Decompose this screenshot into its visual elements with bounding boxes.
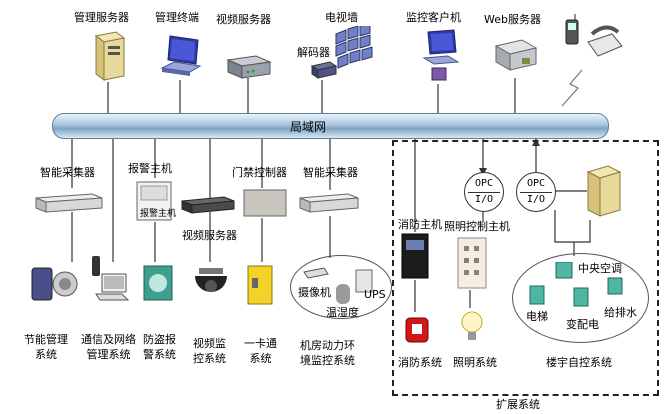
alarm-host-icon	[136, 181, 172, 221]
antitheft-system-label: 防盗报 警系统	[143, 333, 176, 361]
video-server-icon	[226, 55, 272, 79]
opc-label-2: OPC	[526, 178, 546, 189]
bas-system-label: 楼宇自控系统	[546, 356, 612, 369]
light-bulb-icon	[461, 311, 483, 340]
fire-host-icon	[401, 233, 429, 279]
io-label-2: I/O	[526, 194, 546, 205]
smart-collector-2-icon	[299, 193, 359, 213]
phone-devices-icon	[565, 14, 623, 57]
comm-system-label: 通信及网络 管理系统	[81, 333, 136, 361]
mgmt-terminal-label: 管理终端	[155, 11, 199, 24]
temp-humidity-label: 温湿度	[326, 306, 359, 319]
camera-label: 摄像机	[298, 286, 331, 299]
opc-io-node-2: OPC I/O	[516, 172, 556, 212]
bas-server-icon	[586, 165, 622, 217]
ups-label: UPS	[364, 288, 386, 301]
monitor-client-icon	[422, 29, 460, 81]
decoder-label: 解码器	[297, 46, 330, 59]
opc-io-node-1: OPC I/O	[464, 172, 504, 212]
io-label-1: I/O	[474, 194, 494, 205]
lan-bus	[52, 113, 609, 139]
elevator-label: 电梯	[526, 310, 548, 323]
smart-collector-1-label: 智能采集器	[40, 166, 95, 179]
hvac-label: 中央空调	[578, 262, 622, 275]
energy-system-label: 节能管理 系统	[24, 333, 68, 361]
fire-extinguisher-icon	[405, 317, 429, 343]
video-monitor-system-label: 视频监 控系统	[193, 337, 226, 365]
smart-collector-2-label: 智能采集器	[303, 166, 358, 179]
alarm-host-label: 报警主机	[128, 162, 172, 175]
web-server-label: Web服务器	[484, 13, 541, 26]
video-server-2-label: 视频服务器	[182, 229, 237, 242]
fire-host-label: 消防主机	[398, 218, 442, 231]
wireless-link	[561, 69, 583, 107]
water-label: 给排水	[604, 306, 637, 319]
mgmt-server-label: 管理服务器	[74, 11, 129, 24]
light-system-label: 照明系统	[453, 356, 497, 369]
opc-label-1: OPC	[474, 178, 494, 189]
light-host-label: 照明控制主机	[444, 220, 510, 233]
light-host-icon	[457, 237, 487, 289]
room-env-system-label: 机房动力环 境监控系统	[300, 339, 355, 367]
monitor-client-label: 监控客户机	[406, 11, 461, 24]
extension-system-box	[392, 140, 659, 396]
link-bas	[554, 210, 591, 243]
card-system-label: 一卡通 系统	[244, 337, 277, 365]
lan-bus-label: 局域网	[290, 120, 327, 134]
web-server-icon	[494, 39, 538, 71]
room-env-devices-icon	[303, 267, 373, 304]
card-reader-door-icon	[247, 265, 273, 305]
dome-camera-icon	[195, 268, 227, 292]
video-wall-icon	[335, 26, 373, 69]
room-env-device-group	[290, 255, 392, 319]
mgmt-terminal-icon	[160, 35, 202, 76]
alarm-host-plate: 报警主机	[140, 209, 177, 219]
energy-meter-icon	[31, 267, 78, 301]
video-server-2-icon	[181, 196, 235, 214]
antitheft-panel-icon	[143, 265, 173, 301]
bas-device-group	[512, 253, 649, 343]
fire-system-label: 消防系统	[398, 356, 442, 369]
comm-devices-icon	[92, 256, 130, 301]
smart-collector-1-icon	[35, 193, 103, 213]
power-label: 变配电	[566, 318, 599, 331]
video-server-label: 视频服务器	[216, 13, 271, 26]
extension-system-title: 扩展系统	[496, 398, 540, 411]
video-wall-label: 电视墙	[325, 11, 358, 24]
door-controller-label: 门禁控制器	[232, 166, 287, 179]
door-controller-icon	[243, 189, 287, 217]
decoder-icon	[310, 61, 338, 79]
mgmt-server-icon	[94, 31, 126, 81]
bas-devices-icon	[529, 262, 623, 307]
